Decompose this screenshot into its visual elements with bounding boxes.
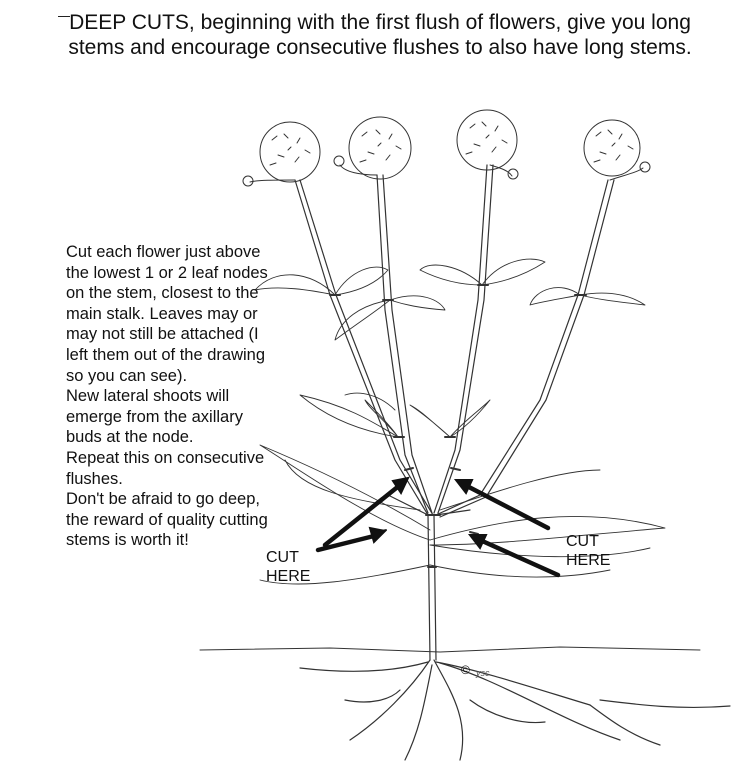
copyright-mark: © [461, 663, 470, 677]
instructions-text: Cut each flower just above the lowest 1 … [66, 242, 276, 551]
instruction-paragraph: Repeat this on consecutive flushes. [66, 448, 276, 489]
cut-here-label-left: CUT HERE [266, 548, 326, 586]
cut-here-label-right: CUT HERE [566, 532, 626, 570]
ground-line [200, 647, 700, 652]
artist-initials: ysc [476, 668, 490, 678]
arrow-icon [318, 478, 558, 575]
root-icon [300, 660, 730, 760]
stems [295, 165, 614, 567]
instruction-paragraph: Don't be afraid to go deep, the reward o… [66, 489, 276, 551]
instruction-paragraph: New lateral shoots will emerge from the … [66, 386, 276, 448]
instruction-paragraph: Cut each flower just above the lowest 1 … [66, 242, 276, 386]
flower-head-icon [243, 110, 650, 186]
main-stalk [428, 515, 436, 660]
